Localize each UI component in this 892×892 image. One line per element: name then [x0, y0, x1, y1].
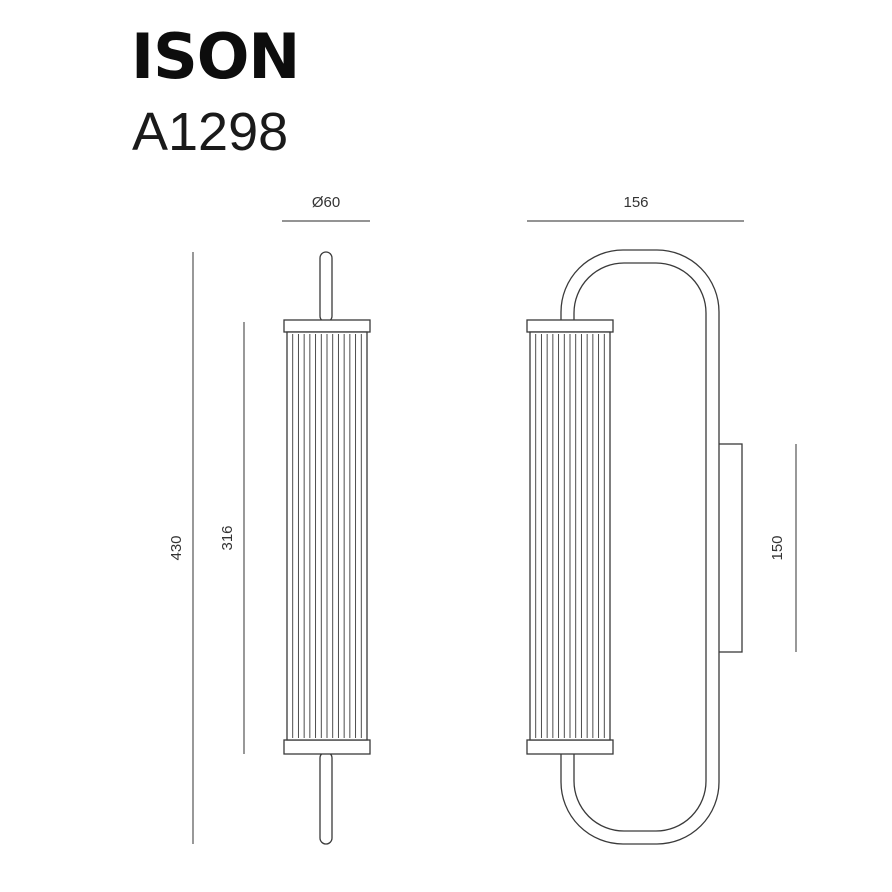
dim-label-total-height: 430 — [168, 535, 185, 560]
dim-label-plate-height: 150 — [769, 535, 786, 560]
side-cap-top — [526, 319, 614, 333]
dim-label-tube-height: 316 — [219, 525, 236, 550]
side-glass-ribs — [535, 334, 605, 738]
product-code: A1298 — [132, 102, 289, 162]
front-glass-ribs — [292, 334, 362, 738]
side-cap-bottom — [526, 739, 614, 755]
front-rod-bottom — [319, 751, 333, 845]
front-view — [283, 251, 371, 845]
side-view — [526, 249, 743, 845]
dim-label-width: 156 — [623, 194, 648, 211]
product-name: ISON — [131, 20, 300, 93]
front-cap-bottom — [283, 739, 371, 755]
dimension-lines — [192, 220, 797, 844]
front-cap-top — [283, 319, 371, 333]
dim-label-diameter: Ø60 — [312, 194, 340, 211]
front-rod-top — [319, 251, 333, 323]
